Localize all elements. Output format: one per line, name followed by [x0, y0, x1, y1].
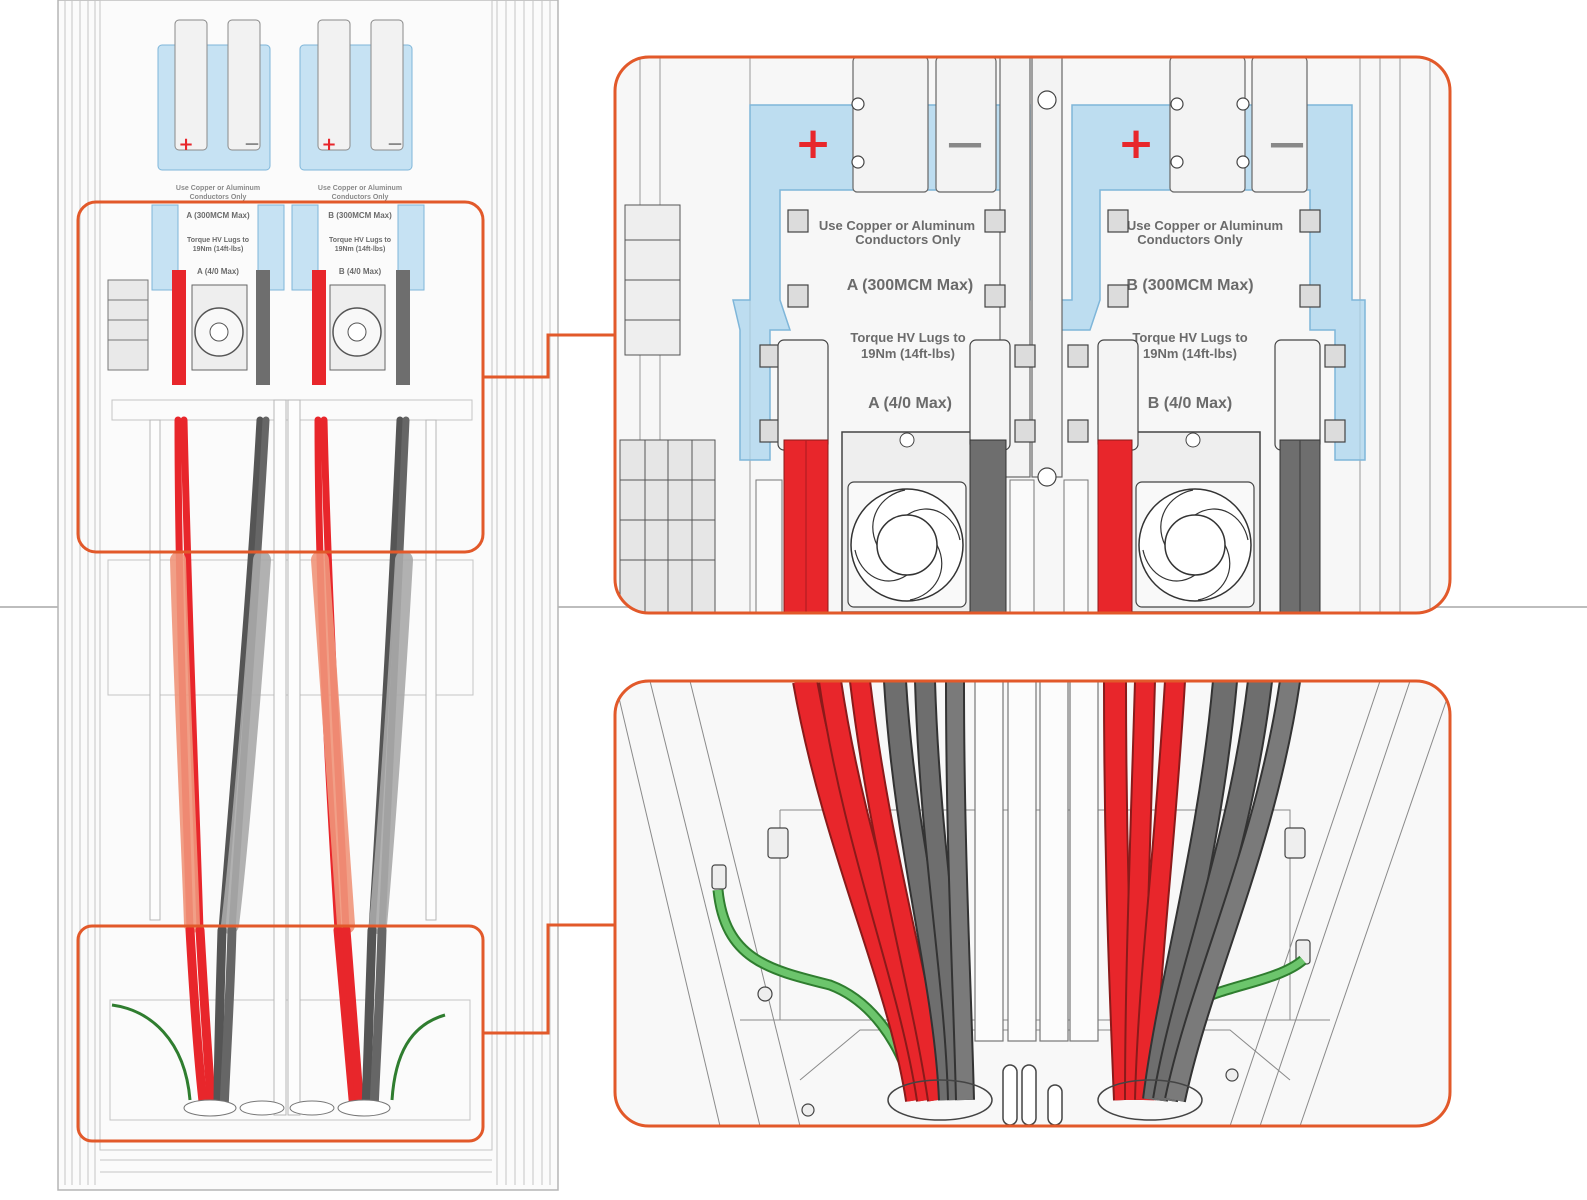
overview-conductors-line1-b: Use Copper or Aluminum — [318, 185, 402, 192]
overview-circuit-a-max: A (300MCM Max) — [186, 211, 250, 220]
overview-conductors-line1-a: Use Copper or Aluminum — [176, 185, 260, 192]
overview-circuit-a-min: A (4/0 Max) — [197, 267, 239, 276]
detail-torque-line1-a: Torque HV Lugs to — [850, 330, 965, 345]
detail-circuit-a-max: A (300MCM Max) — [847, 277, 974, 294]
detail-torque-line2-b: 19Nm (14ft-lbs) — [1143, 346, 1237, 361]
detail-minus-b: — — [1269, 123, 1305, 164]
detail-busbar-terminals: + — + — Use Copper or Aluminum Conductor… — [613, 55, 1452, 615]
cabinet-overview: + — + — Use Copper or Aluminum Conductor… — [57, 0, 559, 1191]
detail-torque-line2-a: 19Nm (14ft-lbs) — [861, 346, 955, 361]
leader-line-top — [483, 333, 615, 379]
leader-line-bottom — [483, 923, 615, 1035]
overview-plus-a: + — [178, 134, 193, 155]
detail-plus-b: + — [1118, 118, 1155, 169]
detail-conductors-line1-b: Use Copper or Aluminum — [1127, 218, 1283, 233]
overview-conductors-line2-b: Conductors Only — [332, 194, 389, 201]
detail-circuit-a-min: A (4/0 Max) — [868, 395, 952, 412]
overview-plus-b: + — [321, 134, 336, 155]
detail-torque-line1-b: Torque HV Lugs to — [1132, 330, 1247, 345]
fan-icon — [329, 284, 386, 371]
overview-conductors-line2-a: Conductors Only — [190, 194, 247, 201]
detail-conductors-line2-b: Conductors Only — [1137, 232, 1243, 247]
detail-plus-a: + — [795, 118, 832, 169]
callout-frame-bottom — [613, 679, 1452, 1128]
fan-icon — [841, 431, 973, 613]
detail-conductors-line2-a: Conductors Only — [855, 232, 961, 247]
overview-torque-line1-a: Torque HV Lugs to — [187, 237, 249, 244]
callout-frame-top — [613, 55, 1452, 615]
overview-torque-line2-b: 19Nm (14ft-lbs) — [335, 246, 386, 253]
overview-circuit-b-max: B (300MCM Max) — [328, 211, 392, 220]
detail-conductors-line1-a: Use Copper or Aluminum — [819, 218, 975, 233]
overview-minus-b: — — [388, 136, 402, 152]
ground-wire-icon — [111, 1003, 192, 1101]
detail-circuit-b-max: B (300MCM Max) — [1126, 277, 1253, 294]
overview-torque-line1-b: Torque HV Lugs to — [329, 237, 391, 244]
detail-cable-entry — [613, 679, 1452, 1128]
fan-icon — [1129, 431, 1261, 613]
fan-icon — [191, 284, 248, 371]
detail-circuit-b-min: B (4/0 Max) — [1148, 395, 1232, 412]
overview-torque-line2-a: 19Nm (14ft-lbs) — [193, 246, 244, 253]
ground-wire-icon — [390, 1013, 446, 1101]
overview-circuit-b-min: B (4/0 Max) — [339, 267, 382, 276]
detail-minus-a: — — [947, 123, 983, 164]
overview-minus-a: — — [245, 136, 259, 152]
